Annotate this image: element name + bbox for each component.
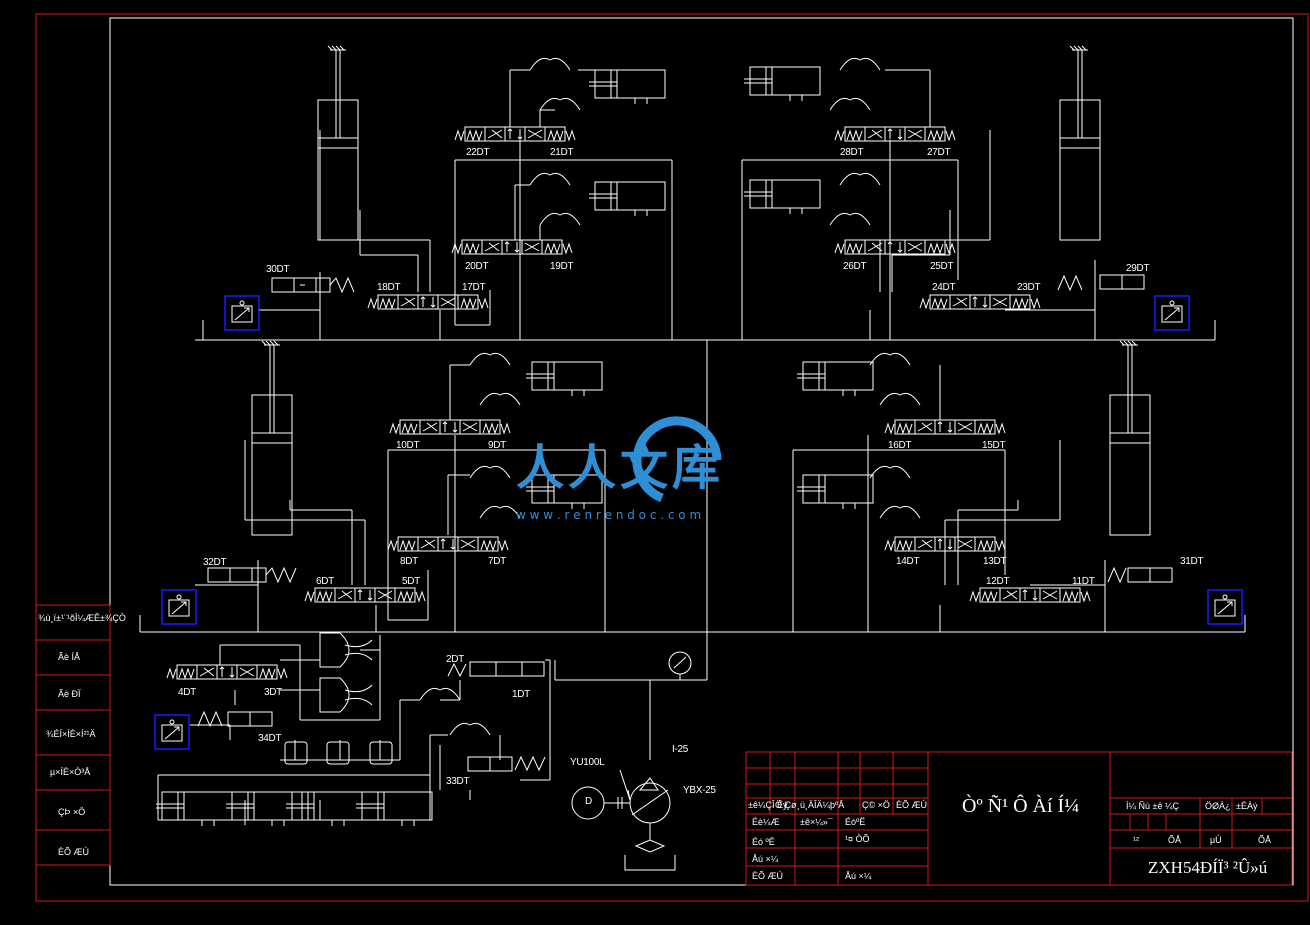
label-20dt: 20DT	[465, 261, 489, 272]
label-31dt: 31DT	[1180, 556, 1204, 567]
label-2dt: 2DT	[446, 654, 464, 665]
left-block-2: Ãè ÍÅ	[58, 652, 81, 662]
title-block	[745, 751, 1293, 886]
label-29dt: 29DT	[1126, 263, 1150, 274]
cylinder-h-1	[588, 69, 666, 105]
label-pump: YBX-25	[683, 785, 716, 796]
left-block-1: ¾ù¸ï±¹¨¹õÌ¼ÆÊ±¾ÇÒ	[38, 613, 126, 623]
label-34dt: 34DT	[258, 733, 282, 744]
cylinder-h-9	[155, 791, 233, 827]
cylinder-top-left	[317, 45, 359, 241]
label-24dt: 24DT	[932, 282, 956, 293]
relief-valve-3	[161, 589, 197, 625]
watermark-name: 人人文库	[516, 440, 725, 496]
watermark: 人人文库 w w w . r e n r e n d o c . c o m	[512, 400, 812, 530]
label-1dt: 1DT	[512, 689, 530, 700]
small-valves	[197, 274, 1173, 871]
tb-right-7: ÕÅ	[1258, 835, 1272, 845]
cylinder-mid-left	[251, 340, 293, 536]
label-32dt: 32DT	[203, 557, 227, 568]
left-block-3: Ãè ÐÏ	[58, 689, 81, 699]
label-27dt: 27DT	[927, 147, 951, 158]
tb-row-6: Éè¼Æ	[752, 817, 780, 827]
label-13dt: 13DT	[983, 556, 1007, 567]
label-22dt: 22DT	[466, 147, 490, 158]
cylinder-h-4	[743, 179, 821, 215]
label-7dt: 7DT	[488, 556, 506, 567]
tb-row-7: ±ê×¼»¯	[800, 817, 833, 827]
label-19dt: 19DT	[550, 261, 574, 272]
tb-row-10: Åú ×¼	[752, 854, 779, 864]
label-30dt: 30DT	[266, 264, 290, 275]
label-23dt: 23DT	[1017, 282, 1041, 293]
cylinder-top-right	[1059, 45, 1101, 241]
tb-row-2: ·Ö Çø	[772, 800, 797, 810]
label-gauge: I-25	[672, 744, 689, 755]
label-25dt: 25DT	[930, 261, 954, 272]
cylinder-h-5	[525, 361, 603, 397]
tb-row-8: Éó ºË	[752, 837, 775, 847]
relief-valve-2	[1154, 295, 1190, 331]
tb-right-4: ¹²	[1133, 835, 1139, 845]
relief-valve-4	[1207, 589, 1243, 625]
left-block-4: ¾ÉÍ×ÍÈ×Í²¹Ä	[46, 729, 96, 739]
label-4dt: 4DT	[178, 687, 196, 698]
left-block-7: ÈÕ ÆÚ	[58, 847, 90, 857]
tb-right-3: ±ÈÀý	[1236, 801, 1258, 811]
tb-row-5: ÈÕ ÆÚ	[896, 800, 928, 810]
tb-right-5: ÕÅ	[1168, 835, 1182, 845]
left-block-6: ÇÞ ×Ö	[58, 807, 86, 817]
label-16dt: 16DT	[888, 440, 912, 451]
tb-right-2: ÖØÁ¿	[1205, 801, 1231, 811]
tb-row-4: Ç© ×Ö	[862, 800, 890, 810]
tb-row-11: ÈÕ ÆÚ	[752, 871, 784, 881]
left-info-block	[35, 604, 111, 866]
label-14dt: 14DT	[896, 556, 920, 567]
label-5dt: 5DT	[402, 576, 420, 587]
label-26dt: 26DT	[843, 261, 867, 272]
cylinder-h-2	[588, 181, 666, 217]
label-11dt: 11DT	[1072, 576, 1095, 587]
tb-row-3: ¸ü¸ÄÎÄ¼þºÅ	[797, 800, 845, 810]
label-motor: YU100L	[570, 757, 605, 768]
cylinder-h-11	[285, 791, 363, 827]
cylinder-h-12	[355, 791, 433, 827]
label-6dt: 6DT	[316, 576, 334, 587]
label-3dt: 3DT	[264, 687, 282, 698]
label-9dt: 9DT	[488, 440, 506, 451]
left-block-5: µ×ÍÈ×Ó³Å	[50, 767, 91, 777]
tb-row-1: ±ê¼ÇÎ Êý	[748, 800, 788, 810]
label-28dt: 28DT	[840, 147, 864, 158]
cylinder-mid-right	[1109, 340, 1151, 536]
watermark-logo-icon	[632, 416, 722, 503]
tb-row-12: Åú ×¼	[845, 871, 872, 881]
label-motor-symbol: D	[585, 796, 592, 807]
tb-row-13: ÉóºË	[845, 817, 866, 827]
label-8dt: 8DT	[400, 556, 418, 567]
drawing-number: ZXH54ÐÍÏ³ ²Û»ú	[1148, 858, 1268, 877]
drawing-title: Òº Ñ¹ Ô­ Àí Í¼	[962, 795, 1080, 817]
cylinder-h-7	[796, 361, 874, 397]
watermark-url: w w w . r e n r e n d o c . c o m	[516, 508, 702, 522]
tb-right-1: Í¼ Ñù ±ê ¼Ç	[1126, 801, 1179, 811]
label-18dt: 18DT	[377, 282, 401, 293]
relief-valve-1	[224, 295, 260, 331]
tb-right-6: µÚ	[1210, 835, 1222, 845]
label-10dt: 10DT	[396, 440, 420, 451]
label-33dt: 33DT	[446, 776, 470, 787]
label-21dt: 21DT	[550, 147, 574, 158]
relief-valve-5	[154, 714, 190, 750]
label-17dt: 17DT	[462, 282, 486, 293]
circuit-lines	[139, 69, 1246, 825]
cylinder-h-10	[225, 791, 303, 827]
label-12dt: 12DT	[986, 576, 1010, 587]
cylinder-h-3	[743, 66, 821, 102]
tb-row-9: ¹¤ ÒÕ	[845, 834, 870, 844]
label-15dt: 15DT	[982, 440, 1006, 451]
